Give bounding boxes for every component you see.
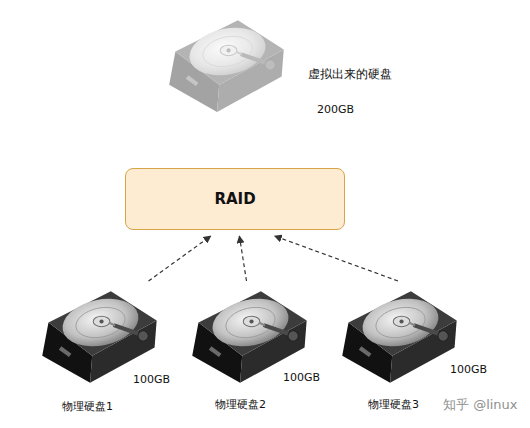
raid-box: RAID [125,168,345,230]
capacity-label: 虚拟出来的硬盘 [308,67,392,81]
capacity-label: 100GB [283,371,320,384]
dashed-arrow [149,236,211,281]
virtual-disk-picture [169,20,284,112]
physical-disk-picture [42,291,156,383]
virtual-disk: 虚拟出来的硬盘 200GB [165,5,405,127]
physical-disk: 100GB 物理硬盘1 [38,283,168,418]
capacity-label: 100GB [133,373,170,386]
physical-disk-picture [342,291,456,383]
box-title: RAID [214,190,255,208]
disk-name: 200GB [317,103,354,116]
dashed-arrow [239,236,246,281]
disk-name: 物理硬盘2 [215,398,266,411]
physical-disk: 100GB 物理硬盘2 [188,283,318,418]
physical-disk-picture [192,291,306,383]
dashed-arrow [275,236,398,281]
capacity-label: 100GB [450,363,487,376]
disk-name: 物理硬盘1 [62,400,113,413]
disk-name: 物理硬盘3 [368,398,419,411]
watermark: 知乎 @linux [443,397,518,413]
